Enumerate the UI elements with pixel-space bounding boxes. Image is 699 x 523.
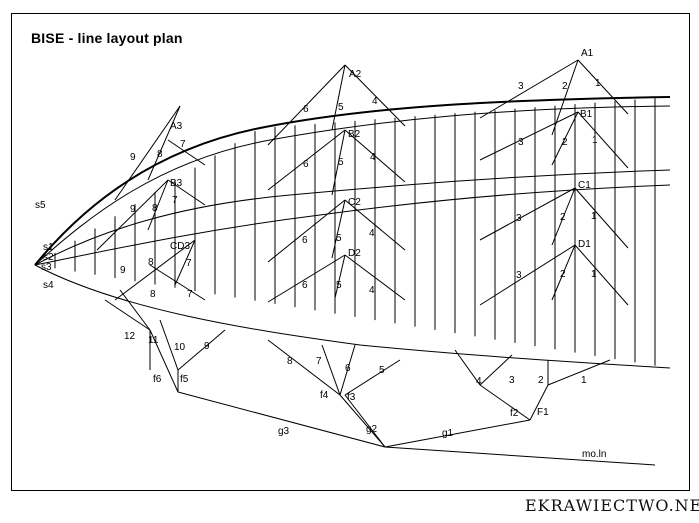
label-D1: D1 bbox=[578, 239, 591, 250]
label-f1: F1 bbox=[537, 407, 549, 418]
svg-text:5: 5 bbox=[338, 102, 344, 113]
svg-text:9: 9 bbox=[130, 204, 136, 215]
svg-text:9: 9 bbox=[120, 265, 126, 276]
label-A3: A3 bbox=[170, 121, 183, 132]
svg-text:9: 9 bbox=[204, 341, 210, 352]
svg-text:5: 5 bbox=[336, 280, 342, 291]
inner-curve-2 bbox=[34, 169, 671, 266]
label-s1: s1 bbox=[43, 242, 54, 253]
rib-lines bbox=[54, 98, 656, 366]
svg-text:11: 11 bbox=[148, 335, 159, 346]
label-B1: B1 bbox=[580, 109, 593, 120]
label-C2: C2 bbox=[348, 197, 361, 208]
svg-text:3: 3 bbox=[518, 137, 524, 148]
cascade-C2 bbox=[267, 199, 406, 263]
label-g3: g3 bbox=[278, 426, 290, 437]
svg-text:6: 6 bbox=[345, 363, 351, 374]
svg-text:9: 9 bbox=[130, 152, 136, 163]
label-f4: f4 bbox=[320, 390, 329, 401]
cascade-B1 bbox=[479, 111, 629, 169]
svg-text:2: 2 bbox=[538, 375, 544, 386]
leading-edge-curve bbox=[34, 96, 671, 266]
svg-text:8: 8 bbox=[287, 356, 293, 367]
cascade-A2 bbox=[267, 64, 406, 146]
label-A1: A1 bbox=[581, 48, 594, 59]
label-B2: B2 bbox=[348, 129, 361, 140]
label-s5: s5 bbox=[35, 200, 46, 211]
svg-text:1: 1 bbox=[595, 78, 601, 89]
svg-text:3: 3 bbox=[516, 213, 522, 224]
label-C1: C1 bbox=[578, 180, 591, 191]
svg-text:7: 7 bbox=[187, 289, 193, 300]
svg-text:1: 1 bbox=[591, 211, 597, 222]
svg-text:2: 2 bbox=[560, 212, 566, 223]
svg-text:2: 2 bbox=[560, 269, 566, 280]
label-main-line: mo.ln bbox=[582, 449, 606, 460]
cascade-B2 bbox=[267, 129, 406, 196]
svg-text:3: 3 bbox=[518, 81, 524, 92]
label-f3: f3 bbox=[347, 392, 356, 403]
label-s4: s4 bbox=[43, 280, 54, 291]
svg-text:5: 5 bbox=[336, 233, 342, 244]
label-A2: A2 bbox=[349, 69, 362, 80]
cascade-C1 bbox=[479, 187, 629, 249]
svg-text:5: 5 bbox=[338, 157, 344, 168]
svg-text:4: 4 bbox=[369, 228, 375, 239]
watermark: EKRAWIECTWO.NET bbox=[525, 496, 699, 515]
diagram-title: BISE - line layout plan bbox=[31, 30, 183, 46]
trailing-edge-curve bbox=[34, 264, 671, 369]
svg-text:2: 2 bbox=[562, 81, 568, 92]
svg-text:6: 6 bbox=[302, 280, 308, 291]
label-f5: f5 bbox=[180, 374, 189, 385]
svg-text:10: 10 bbox=[174, 342, 186, 353]
svg-text:4: 4 bbox=[370, 152, 376, 163]
node-labels: A1 A2 A3 B1 B2 B3 C1 C2 CD3 D1 D2 s5 s1 … bbox=[35, 48, 606, 460]
cascade-D2 bbox=[267, 254, 406, 303]
cascade-CD3 bbox=[114, 239, 206, 301]
svg-text:3: 3 bbox=[509, 375, 515, 386]
label-CD3: CD3 bbox=[170, 241, 190, 252]
svg-text:8: 8 bbox=[152, 203, 158, 214]
svg-text:8: 8 bbox=[148, 257, 154, 268]
svg-text:6: 6 bbox=[302, 235, 308, 246]
cascade-D1 bbox=[479, 244, 629, 306]
cascade-A3 bbox=[114, 105, 206, 201]
svg-text:7: 7 bbox=[180, 139, 186, 150]
svg-text:8: 8 bbox=[150, 289, 156, 300]
diagram-frame bbox=[11, 13, 690, 491]
label-B3: B3 bbox=[170, 178, 183, 189]
label-f6: f6 bbox=[153, 374, 162, 385]
svg-text:1: 1 bbox=[591, 269, 597, 280]
svg-text:5: 5 bbox=[379, 365, 385, 376]
svg-text:4: 4 bbox=[372, 96, 378, 107]
svg-text:1: 1 bbox=[592, 135, 598, 146]
svg-text:12: 12 bbox=[124, 331, 136, 342]
lower-lines bbox=[104, 289, 656, 466]
label-D2: D2 bbox=[348, 248, 361, 259]
svg-text:4: 4 bbox=[476, 376, 482, 387]
label-g1: g1 bbox=[442, 428, 454, 439]
svg-text:2: 2 bbox=[562, 137, 568, 148]
svg-text:7: 7 bbox=[172, 195, 178, 206]
inner-curve-1 bbox=[34, 105, 671, 266]
label-f2: f2 bbox=[510, 408, 519, 419]
svg-text:3: 3 bbox=[516, 270, 522, 281]
svg-text:6: 6 bbox=[303, 159, 309, 170]
svg-text:4: 4 bbox=[369, 285, 375, 296]
svg-text:8: 8 bbox=[157, 149, 163, 160]
svg-text:1: 1 bbox=[581, 375, 587, 386]
svg-text:6: 6 bbox=[303, 104, 309, 115]
label-g2: g2 bbox=[366, 424, 378, 435]
svg-text:7: 7 bbox=[316, 356, 322, 367]
svg-text:7: 7 bbox=[186, 258, 192, 269]
label-s3: s3 bbox=[41, 262, 52, 273]
cascade-B3 bbox=[96, 179, 206, 251]
label-s2: s2 bbox=[43, 252, 54, 263]
